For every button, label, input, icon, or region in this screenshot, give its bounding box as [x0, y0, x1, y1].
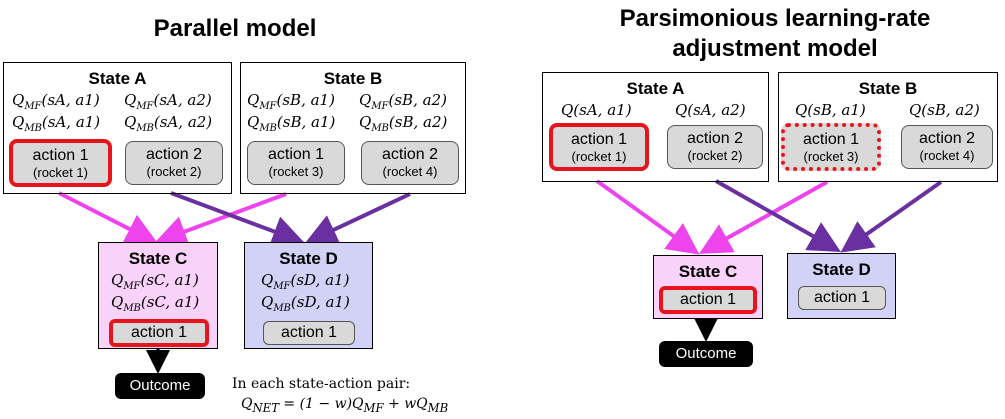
left-state-d: State D QMF(sD, a1) QMB(sD, a1) action 1	[244, 242, 373, 349]
formula-text: QNET = (1 − w)QMF + wQMB	[241, 396, 449, 415]
q-label: Q(sB, a1)	[795, 101, 866, 119]
q-label: QMB(sA, a1)	[12, 113, 101, 134]
action-label: action 1	[267, 146, 325, 163]
rocket-label: (rocket 2)	[687, 148, 743, 163]
action-2-button[interactable]: action 2 (rocket 4)	[361, 141, 459, 185]
q-label: QMB(sD, a1)	[261, 293, 350, 314]
action-label: action 1	[280, 324, 338, 341]
note-text: In each state-action pair:	[232, 376, 411, 392]
q-label: QMB(sA, a2)	[124, 113, 213, 134]
arrow-r-a2-to-d	[715, 179, 841, 252]
rocket-label: (rocket 1)	[33, 165, 88, 180]
right-state-a: State A Q(sA, a1) Q(sA, a2) action 1 (ro…	[542, 72, 769, 182]
rocket-label: (rocket 4)	[919, 148, 975, 163]
action-label: action 2	[381, 146, 439, 163]
action-2-button[interactable]: action 2 (rocket 2)	[125, 141, 223, 185]
rocket-label: (rocket 3)	[803, 149, 859, 164]
action-1-button[interactable]: action 1 (rocket 3)	[781, 123, 881, 171]
state-title: State A	[88, 69, 147, 88]
q-label: QMB(sB, a1)	[247, 113, 336, 134]
arrow-r-b1-to-c	[699, 180, 828, 254]
q-label: QMF(sB, a1)	[247, 91, 335, 112]
action-label: action 2	[686, 130, 744, 147]
action-1-button[interactable]: action 1 (rocket 1)	[9, 139, 112, 187]
left-state-b: State B QMF(sB, a1) QMF(sB, a2) QMB(sB, …	[240, 62, 466, 194]
action-label: action 1	[813, 289, 871, 306]
action-label: action 2	[145, 146, 203, 163]
right-state-d: State D action 1	[787, 253, 896, 319]
arrow-r-b2-to-d	[840, 180, 943, 253]
state-title: State C	[128, 249, 188, 268]
action-1-button[interactable]: action 1 (rocket 3)	[247, 141, 345, 185]
action-2-button[interactable]: action 2 (rocket 2)	[667, 125, 763, 169]
right-state-c: State C action 1	[653, 255, 763, 319]
action-1-button[interactable]: action 1	[109, 319, 209, 347]
state-title: State D	[279, 249, 338, 268]
q-label: Q(sA, a2)	[675, 101, 746, 119]
rocket-label: (rocket 3)	[268, 164, 324, 179]
action-label: action 1	[679, 291, 737, 308]
q-label: Q(sB, a2)	[909, 101, 980, 119]
arrow-a2-to-d	[170, 191, 305, 247]
right-title-line1: Parsimonious learning-rate	[619, 5, 931, 32]
outcome-label: Outcome	[115, 373, 205, 399]
action-1-button[interactable]: action 1	[798, 286, 886, 310]
action-label: action 1	[130, 324, 188, 341]
arrow-b2-to-d	[304, 192, 411, 245]
left-state-a: State A QMF(sA, a1) QMF(sA, a2) QMB(sA, …	[3, 62, 232, 194]
left-state-c: State C QMF(sC, a1) QMB(sC, a1) action 1	[98, 242, 218, 349]
q-label: QMF(sB, a2)	[359, 91, 447, 112]
q-label: QMB(sC, a1)	[111, 293, 200, 314]
action-1-button[interactable]: action 1 (rocket 1)	[549, 123, 649, 171]
arrow-b1-to-c	[154, 192, 287, 247]
left-title: Parallel model	[153, 15, 317, 42]
arrow-r-a1-to-c	[595, 179, 700, 255]
q-label: QMF(sA, a1)	[12, 91, 100, 112]
q-label: QMF(sD, a1)	[261, 271, 350, 292]
right-title-line2: adjustment model	[672, 35, 878, 62]
state-title: State B	[323, 69, 383, 88]
state-title: State D	[812, 260, 871, 279]
action-1-button[interactable]: action 1	[263, 321, 355, 345]
rocket-label: (rocket 1)	[571, 149, 627, 164]
arrow-a1-to-c	[58, 191, 159, 244]
q-label: Q(sA, a1)	[561, 101, 632, 119]
action-label: action 1	[32, 147, 89, 164]
state-title: State C	[678, 262, 738, 281]
action-2-button[interactable]: action 2 (rocket 4)	[901, 125, 993, 169]
state-title: State A	[626, 79, 685, 98]
q-label: QMF(sA, a2)	[124, 91, 212, 112]
action-label: action 1	[570, 131, 628, 148]
right-state-b: State B Q(sB, a1) Q(sB, a2) action 1 (ro…	[778, 72, 998, 182]
state-title: State B	[858, 79, 918, 98]
q-label: QMF(sC, a1)	[111, 271, 199, 292]
action-label: action 1	[802, 131, 860, 148]
rocket-label: (rocket 2)	[146, 164, 202, 179]
action-1-button[interactable]: action 1	[659, 286, 757, 314]
action-label: action 2	[918, 130, 976, 147]
q-label: QMB(sB, a2)	[359, 113, 448, 134]
rocket-label: (rocket 4)	[382, 164, 438, 179]
outcome-label: Outcome	[659, 341, 753, 367]
